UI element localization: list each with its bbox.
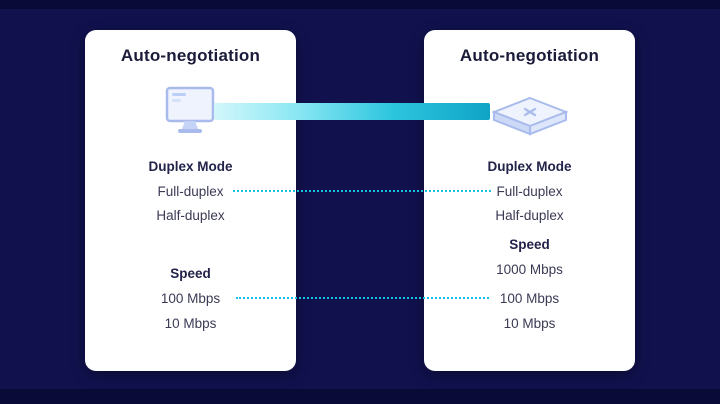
speed-match-dotted-line	[236, 297, 489, 299]
left-duplex-option-half: Half-duplex	[156, 208, 225, 223]
computer-monitor-icon	[85, 85, 296, 139]
left-speed-heading: Speed	[170, 266, 211, 281]
duplex-match-dotted-line	[233, 190, 491, 192]
left-duplex-heading: Duplex Mode	[148, 159, 233, 174]
left-duplex-option-full: Full-duplex	[157, 184, 224, 199]
right-speed-option-1000: 1000 Mbps	[496, 262, 563, 277]
letterbox-bottom	[0, 389, 720, 404]
right-speed-option-100: 100 Mbps	[499, 291, 560, 306]
network-switch-icon	[424, 96, 635, 138]
left-card-title: Auto-negotiation	[120, 46, 261, 65]
right-speed-option-10: 10 Mbps	[503, 316, 556, 331]
left-speed-option-100: 100 Mbps	[160, 291, 221, 306]
right-speed-heading: Speed	[509, 237, 550, 252]
computer-card: Auto-negotiation Duplex Mode Full-duplex…	[85, 30, 296, 371]
right-duplex-option-half: Half-duplex	[495, 208, 564, 223]
switch-card: Auto-negotiation Duplex Mode Full-duplex…	[424, 30, 635, 371]
right-duplex-option-full: Full-duplex	[496, 184, 563, 199]
left-speed-option-10: 10 Mbps	[164, 316, 217, 331]
right-duplex-heading: Duplex Mode	[487, 159, 572, 174]
negotiation-beam	[214, 103, 490, 120]
right-card-title: Auto-negotiation	[459, 46, 600, 65]
letterbox-top	[0, 0, 720, 9]
